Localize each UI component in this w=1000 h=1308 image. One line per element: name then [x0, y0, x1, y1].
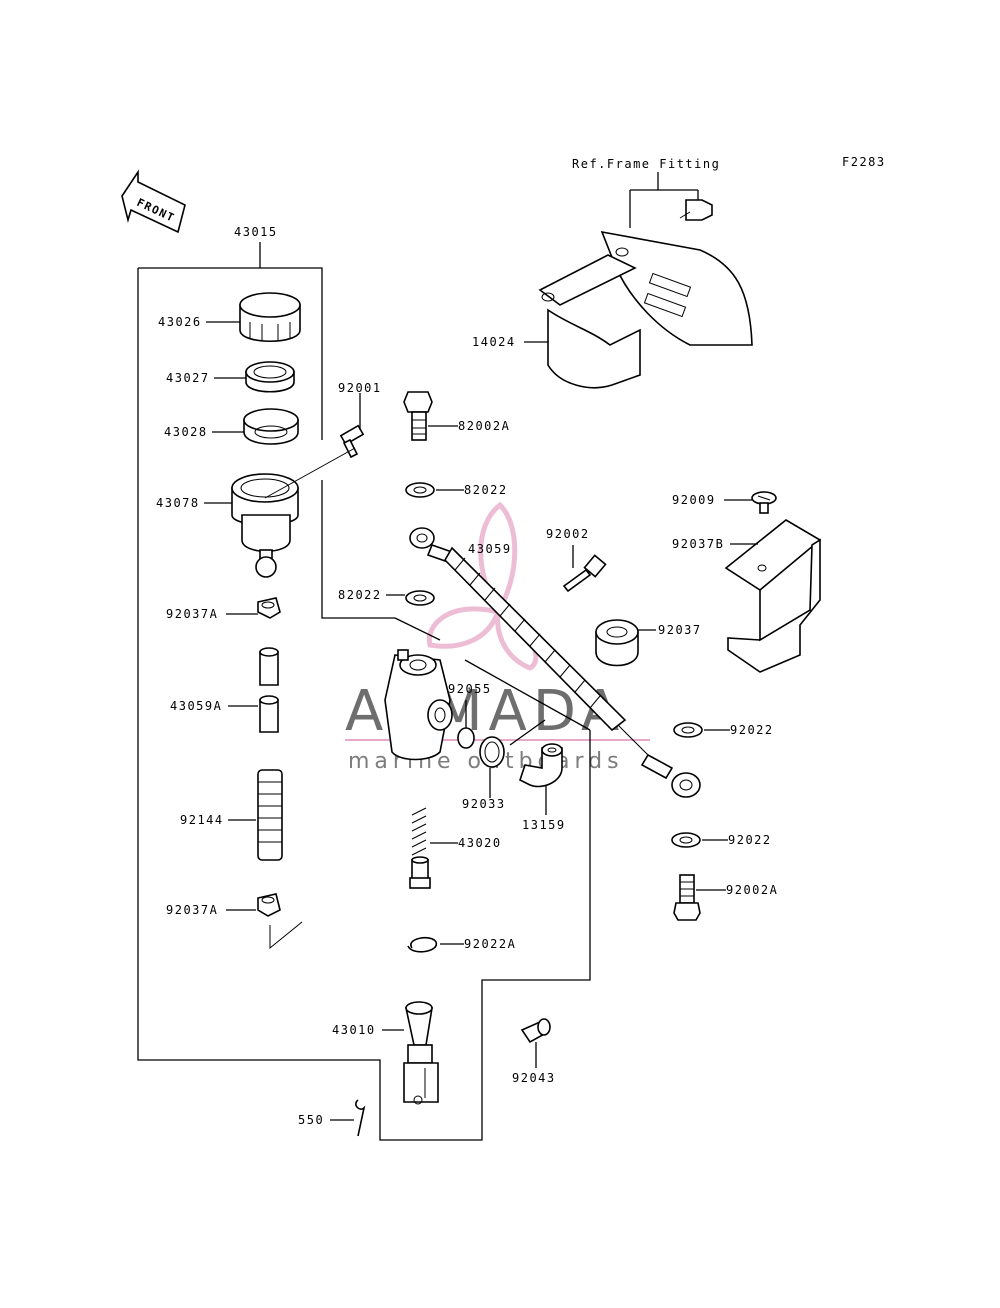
- washer-82022-top: [405, 482, 435, 498]
- cap-43026: [239, 292, 301, 343]
- label-92022-a: 92022: [730, 723, 774, 737]
- clamp-92037B: [724, 519, 822, 673]
- label-92055: 92055: [448, 682, 492, 696]
- clamp-92037A-bottom: [257, 893, 303, 950]
- label-43078: 43078: [156, 496, 200, 510]
- label-92037: 92037: [658, 623, 702, 637]
- label-92002: 92002: [546, 527, 590, 541]
- hose-43059A: [259, 647, 279, 733]
- reservoir-43078: [231, 473, 299, 578]
- label-92022-b: 92022: [728, 833, 772, 847]
- label-92037A-top: 92037A: [166, 607, 218, 621]
- label-43026: 43026: [158, 315, 202, 329]
- label-550: 550: [298, 1113, 324, 1127]
- push-rod-43010: [403, 1001, 439, 1105]
- washer-92022-a: [673, 722, 703, 738]
- screw-92001: [264, 424, 365, 499]
- label-92002A: 92002A: [726, 883, 778, 897]
- label-82022-mid: 82022: [338, 588, 382, 602]
- front-arrow: FRONT: [121, 169, 186, 234]
- screw-92002: [562, 554, 607, 593]
- washer-82022-mid: [405, 590, 435, 606]
- screw-92009: [751, 491, 777, 514]
- cotter-pin-550: [355, 1099, 366, 1137]
- banjo-bolt-82002A: [403, 391, 433, 441]
- circlip-92022A: [407, 936, 437, 953]
- pin-92043: [520, 1018, 551, 1044]
- figure-code: F2283: [842, 155, 886, 169]
- label-92001: 92001: [338, 381, 382, 395]
- label-13159: 13159: [522, 818, 566, 832]
- label-43059: 43059: [468, 542, 512, 556]
- bracket-14024: [538, 199, 753, 389]
- diaphragm-43028: [243, 408, 299, 445]
- label-92037A-bottom: 92037A: [166, 903, 218, 917]
- label-43015: 43015: [234, 225, 278, 239]
- brake-hose-43059: [409, 527, 701, 798]
- label-43028: 43028: [164, 425, 208, 439]
- label-92022A: 92022A: [464, 937, 516, 951]
- label-92144: 92144: [180, 813, 224, 827]
- master-cylinder-body: [384, 649, 453, 761]
- ref-frame-label: Ref.Frame Fitting: [572, 157, 720, 171]
- label-92037B: 92037B: [672, 537, 724, 551]
- label-92009: 92009: [672, 493, 716, 507]
- spring-43020: [409, 807, 431, 889]
- label-43010: 43010: [332, 1023, 376, 1037]
- grommet-92037: [595, 619, 639, 667]
- label-43020: 43020: [458, 836, 502, 850]
- bellows-92144: [257, 769, 283, 861]
- label-14024: 14024: [472, 335, 516, 349]
- label-92043: 92043: [512, 1071, 556, 1085]
- clamp-92037A-top: [257, 597, 281, 619]
- banjo-bolt-92002A: [673, 874, 701, 921]
- label-43059A: 43059A: [170, 699, 222, 713]
- label-82002A: 82002A: [458, 419, 510, 433]
- o-ring-92055: [457, 727, 475, 749]
- washer-92022-b: [671, 832, 701, 848]
- diaphragm-plate-43027: [245, 361, 295, 393]
- label-82022-top: 82022: [464, 483, 508, 497]
- assembly-outline: [137, 242, 591, 1141]
- label-92033: 92033: [462, 797, 506, 811]
- label-43027: 43027: [166, 371, 210, 385]
- circlip-92033: [479, 736, 505, 768]
